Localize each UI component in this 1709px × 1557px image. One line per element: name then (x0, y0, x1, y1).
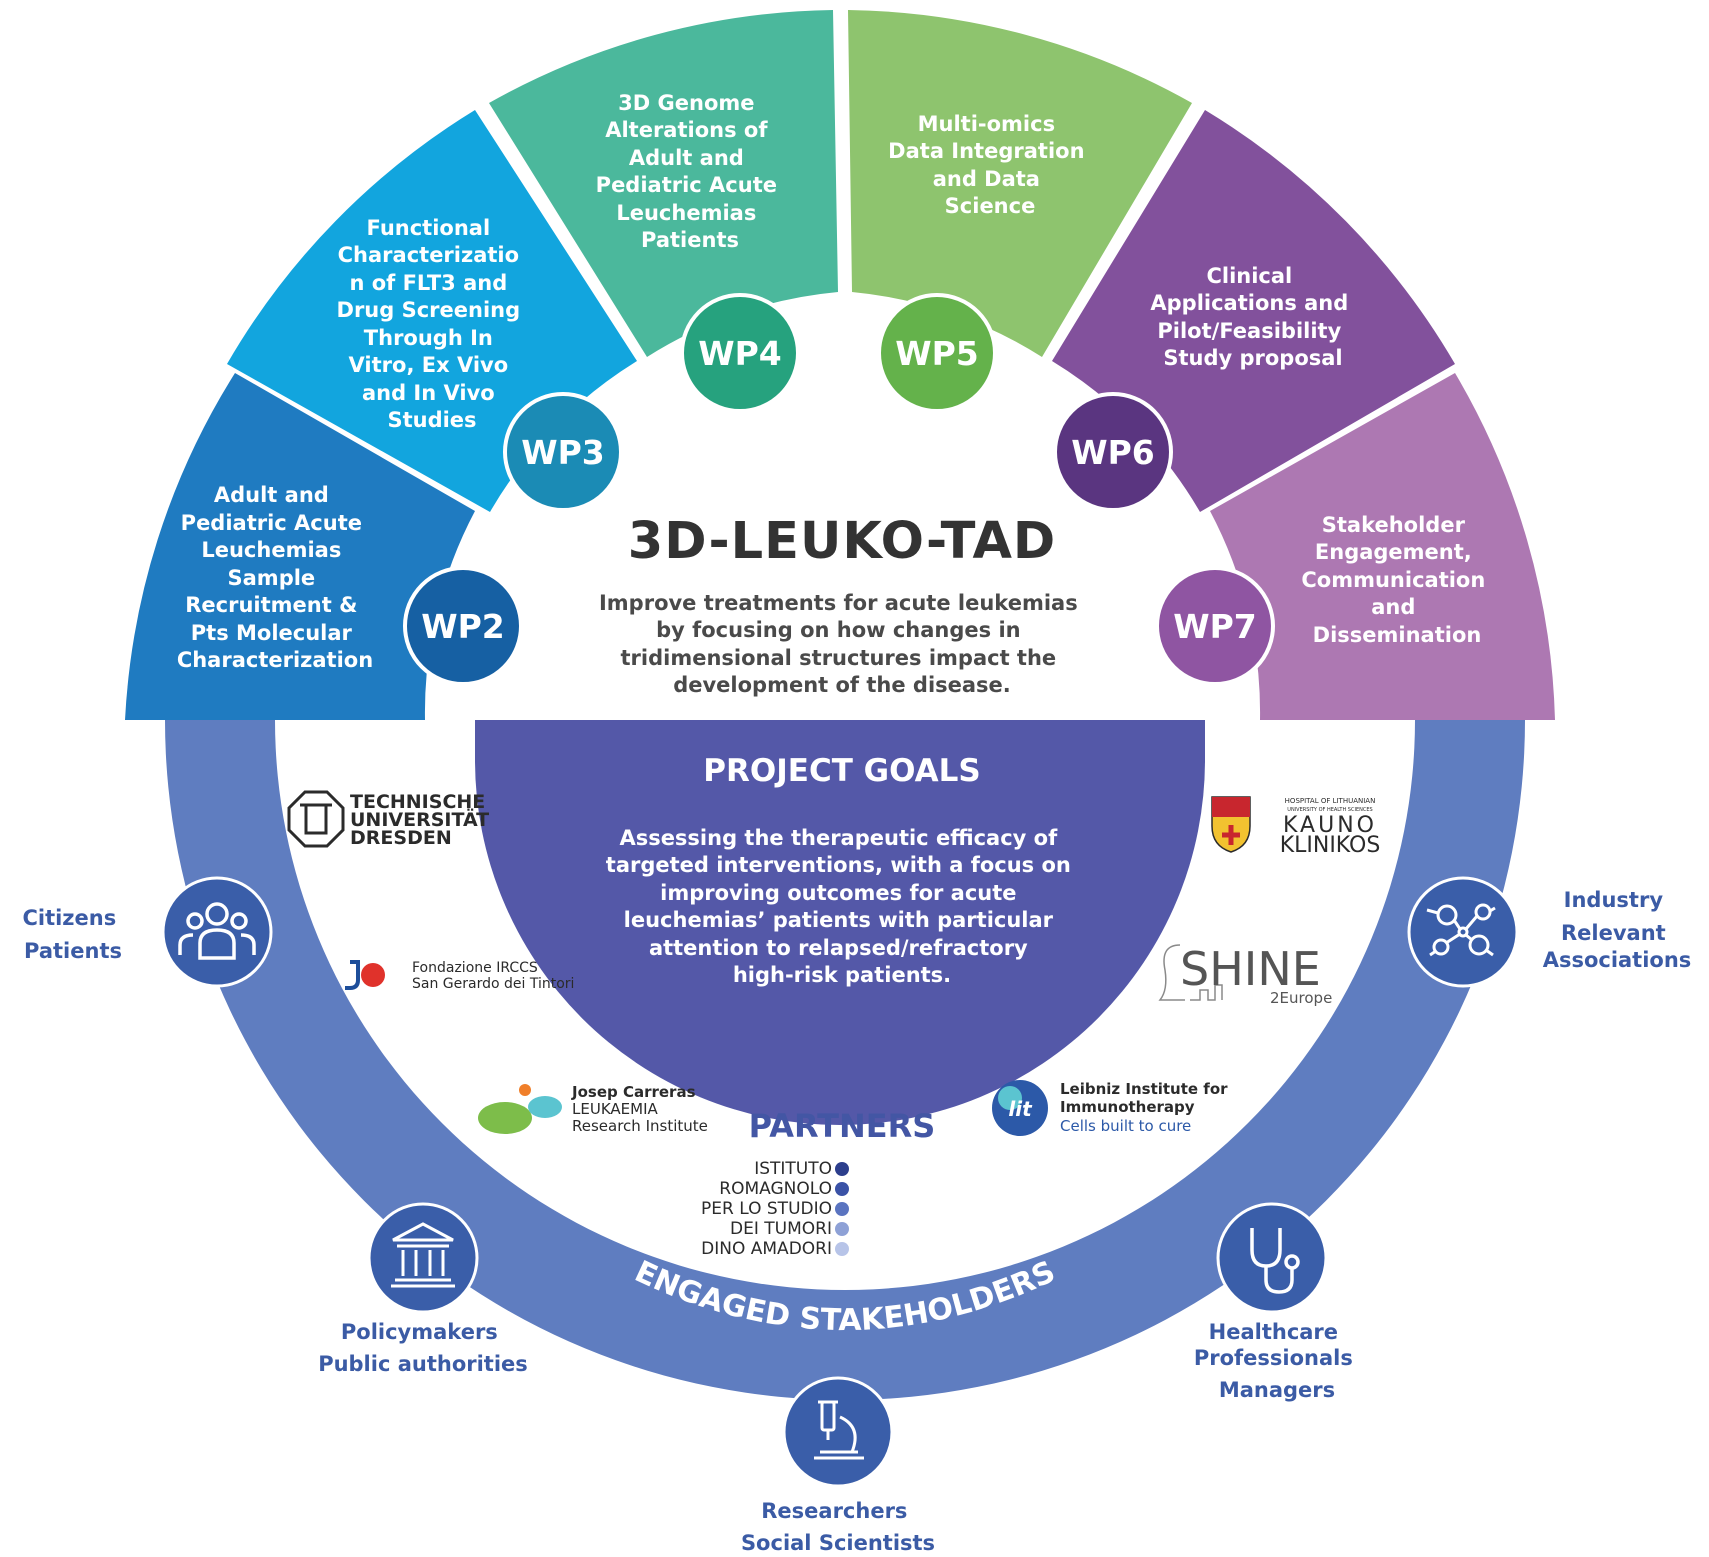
svg-text:UNIVERSITÄT: UNIVERSITÄT (350, 807, 489, 831)
svg-text:TECHNISCHE: TECHNISCHE (350, 791, 485, 813)
project-goals-panel (475, 720, 1205, 1125)
sector-wp7[interactable] (1210, 373, 1555, 720)
partners-title: PARTNERS (749, 1107, 936, 1145)
svg-text:WP4: WP4 (698, 334, 782, 373)
fondazione-logo: Fondazione IRCCS San Gerardo dei Tintori (345, 960, 574, 992)
carreras-logo: Josep Carreras LEUKAEMIA Research Instit… (478, 1083, 708, 1135)
svg-text:Fondazione IRCCS: Fondazione IRCCS (412, 960, 538, 976)
wp6-badge[interactable]: WP6 (1053, 392, 1173, 512)
wp7-badge[interactable]: WP7 (1155, 566, 1275, 686)
leibniz-logo: lit Leibniz Institute for Immunotherapy … (992, 1080, 1228, 1136)
stakeholder-researchers-label: Researchers Social Scientists (741, 1499, 935, 1555)
svg-text:DRESDEN: DRESDEN (350, 827, 452, 849)
stakeholder-industry[interactable] (1407, 876, 1519, 988)
stakeholder-policymakers-label: Policymakers Public authorities (318, 1320, 528, 1376)
shine-logo: SHINE 2Europe (1158, 942, 1332, 1007)
goals-title: PROJECT GOALS (703, 753, 980, 789)
stakeholder-industry-label: Industry Relevant Associations (1543, 888, 1692, 972)
svg-text:KAUNO: KAUNO (1283, 813, 1377, 838)
svg-text:WP3: WP3 (521, 433, 605, 472)
svg-text:DEI TUMORI: DEI TUMORI (730, 1219, 832, 1239)
svg-text:San Gerardo dei Tintori: San Gerardo dei Tintori (412, 976, 574, 992)
svg-text:ROMAGNOLO: ROMAGNOLO (719, 1179, 832, 1199)
wp2-badge[interactable]: WP2 (403, 566, 523, 686)
svg-text:Josep Carreras: Josep Carreras (571, 1083, 696, 1101)
svg-text:DINO AMADORI: DINO AMADORI (701, 1239, 832, 1259)
stakeholder-ring (165, 720, 1525, 1400)
stakeholder-citizens-label: Citizens Patients (22, 906, 123, 963)
sector-wp2[interactable] (125, 373, 475, 720)
stakeholder-researchers[interactable] (782, 1376, 894, 1488)
svg-text:WP7: WP7 (1173, 607, 1257, 646)
wp2-description: Adult and Pediatric Acute Leuchemias Sam… (177, 483, 373, 672)
people-icon (178, 902, 256, 960)
institution-icon (391, 1222, 455, 1288)
svg-text:Leibniz Institute for: Leibniz Institute for (1060, 1080, 1228, 1098)
wp4-description: 3D Genome Alterations of Adult and Pedia… (596, 91, 785, 252)
stethoscope-icon (1250, 1228, 1300, 1294)
svg-text:ISTITUTO: ISTITUTO (754, 1159, 832, 1179)
svg-text:Immunotherapy: Immunotherapy (1060, 1098, 1195, 1116)
svg-text:Research Institute: Research Institute (572, 1117, 708, 1135)
svg-text:UNIVERSITY OF HEALTH SCIENCES: UNIVERSITY OF HEALTH SCIENCES (1287, 807, 1372, 813)
project-title: 3D-LEUKO-TAD (628, 512, 1057, 571)
irst-logo: ISTITUTO ROMAGNOLO PER LO STUDIO DEI TUM… (701, 1159, 849, 1259)
svg-text:WP5: WP5 (895, 334, 979, 373)
wp3-badge[interactable]: WP3 (503, 392, 623, 512)
svg-text:Cells built to cure: Cells built to cure (1060, 1117, 1191, 1135)
center-area (440, 315, 1250, 720)
sector-wp5[interactable] (848, 10, 1192, 357)
network-icon (1426, 903, 1496, 957)
kauno-klinikos-logo: HOSPITAL OF LITHUANIAN UNIVERSITY OF HEA… (1211, 796, 1381, 858)
stakeholder-healthcare-label: Healthcare Professionals Managers (1194, 1320, 1360, 1402)
svg-text:LEUKAEMIA: LEUKAEMIA (572, 1100, 658, 1118)
wp6-description: Clinical Applications and Pilot/Feasibil… (1150, 264, 1355, 370)
svg-text:lit: lit (1008, 1097, 1033, 1121)
stakeholder-policymakers[interactable] (367, 1202, 479, 1314)
svg-text:HOSPITAL OF LITHUANIAN: HOSPITAL OF LITHUANIAN (1285, 797, 1376, 805)
wp4-badge[interactable]: WP4 (680, 293, 800, 413)
wp5-description: Multi-omics Data Integration and Data Sc… (888, 112, 1092, 218)
tu-dresden-logo: TECHNISCHE UNIVERSITÄT DRESDEN (287, 790, 489, 849)
wp3-description: Functional Characterizatio n of FLT3 and… (337, 216, 528, 432)
stakeholder-citizens[interactable] (161, 876, 273, 988)
svg-text:SHINE: SHINE (1180, 942, 1321, 996)
svg-text:2Europe: 2Europe (1270, 989, 1332, 1007)
wp7-description: Stakeholder Engagement, Communication an… (1301, 513, 1492, 647)
microscope-icon (814, 1400, 864, 1460)
mission-statement: Improve treatments for acute leukemias b… (599, 591, 1085, 697)
svg-text:WP2: WP2 (421, 607, 505, 646)
wp5-badge[interactable]: WP5 (877, 293, 997, 413)
sector-wp4[interactable] (489, 10, 838, 357)
goals-text: Assessing the therapeutic efficacy of ta… (606, 826, 1078, 987)
stakeholder-healthcare[interactable] (1216, 1202, 1328, 1314)
svg-text:KLINIKOS: KLINIKOS (1280, 833, 1381, 858)
svg-text:PER LO STUDIO: PER LO STUDIO (701, 1199, 832, 1219)
svg-text:WP6: WP6 (1071, 433, 1155, 472)
